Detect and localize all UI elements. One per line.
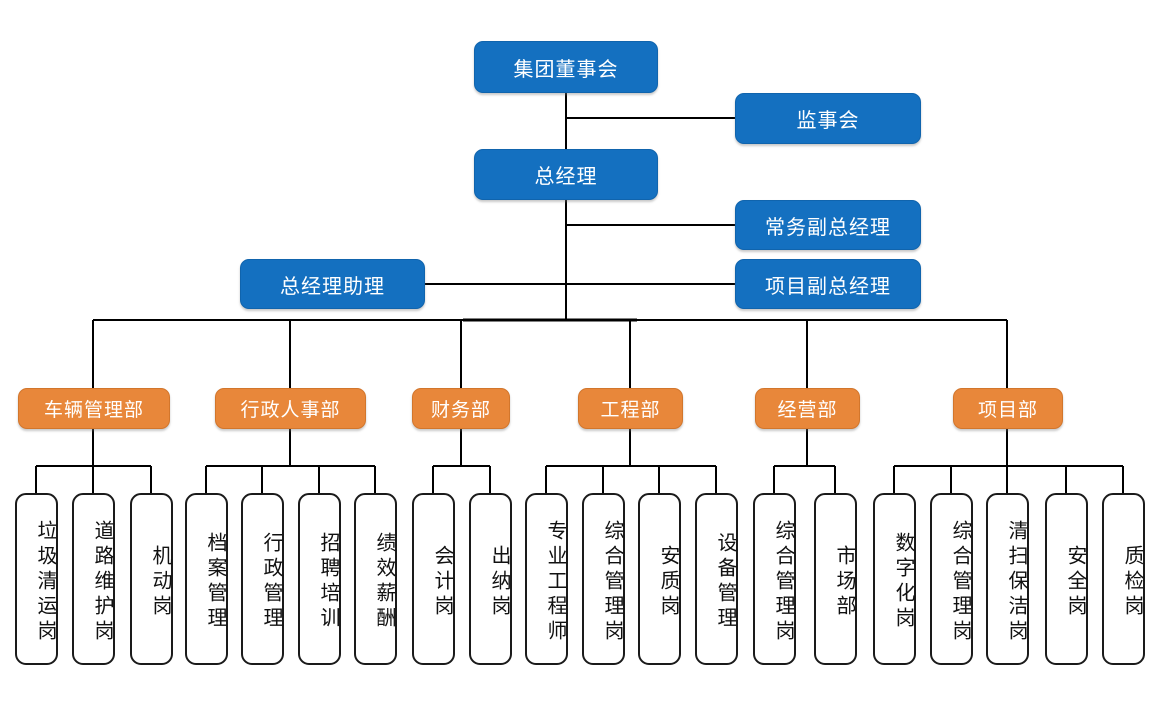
node-label: 综合管理岗 [949, 519, 973, 645]
node-label: 监事会 [796, 108, 860, 132]
node-department-vehicle-management[interactable]: 车辆管理部 [18, 388, 170, 429]
node-label: 垃圾清运岗 [34, 519, 58, 645]
node-executive-deputy-gm[interactable]: 常务副总经理 [735, 200, 921, 250]
node-label: 项目副总经理 [765, 273, 891, 298]
node-position-digitalization[interactable]: 数字化岗 [873, 493, 916, 665]
node-label: 行政管理 [260, 532, 284, 632]
node-department-finance[interactable]: 财务部 [412, 388, 510, 429]
node-department-admin-hr[interactable]: 行政人事部 [215, 388, 366, 429]
node-label: 行政人事部 [240, 399, 341, 421]
node-position-performance-compensation[interactable]: 绩效薪酬 [354, 493, 397, 665]
node-label: 会计岗 [431, 544, 455, 620]
node-label: 数字化岗 [892, 532, 916, 632]
node-position-quality-inspection[interactable]: 质检岗 [1102, 493, 1145, 665]
node-position-cleaning-sanitation[interactable]: 清扫保洁岗 [986, 493, 1029, 665]
node-supervisory-board[interactable]: 监事会 [735, 93, 921, 144]
node-position-equipment-management[interactable]: 设备管理 [695, 493, 738, 665]
node-position-utility[interactable]: 机动岗 [130, 493, 173, 665]
node-label: 车辆管理部 [43, 399, 144, 421]
node-label: 经营部 [777, 399, 838, 421]
node-label: 常务副总经理 [765, 214, 891, 239]
node-position-accounting[interactable]: 会计岗 [412, 493, 455, 665]
node-label: 工程部 [600, 399, 661, 421]
node-label: 清扫保洁岗 [1005, 519, 1029, 645]
node-position-road-maintenance[interactable]: 道路维护岗 [72, 493, 115, 665]
node-department-project[interactable]: 项目部 [953, 388, 1063, 429]
node-label: 综合管理岗 [772, 519, 796, 645]
node-label: 机动岗 [149, 544, 173, 620]
node-position-safety-quality[interactable]: 安质岗 [638, 493, 681, 665]
node-label: 绩效薪酬 [373, 532, 397, 632]
node-department-operations[interactable]: 经营部 [755, 388, 860, 429]
node-position-project-general-management[interactable]: 综合管理岗 [930, 493, 973, 665]
node-board-of-directors[interactable]: 集团董事会 [474, 41, 658, 93]
node-label: 出纳岗 [488, 544, 512, 620]
node-position-operations-general-management[interactable]: 综合管理岗 [753, 493, 796, 665]
node-label: 道路维护岗 [91, 519, 115, 645]
node-position-records-management[interactable]: 档案管理 [185, 493, 228, 665]
node-position-safety[interactable]: 安全岗 [1045, 493, 1088, 665]
node-label: 安全岗 [1064, 544, 1088, 620]
node-label: 项目部 [977, 399, 1038, 421]
node-label: 安质岗 [657, 544, 681, 620]
node-gm-assistant[interactable]: 总经理助理 [240, 259, 425, 309]
node-label: 专业工程师 [544, 519, 568, 645]
node-label: 财务部 [430, 399, 491, 421]
node-label: 设备管理 [714, 532, 738, 632]
node-label: 集团董事会 [513, 56, 619, 81]
node-label: 总经理助理 [280, 273, 385, 298]
node-position-marketing[interactable]: 市场部 [814, 493, 857, 665]
node-label: 档案管理 [204, 532, 228, 632]
node-label: 市场部 [833, 544, 857, 620]
node-project-deputy-gm[interactable]: 项目副总经理 [735, 259, 921, 309]
node-label: 质检岗 [1121, 544, 1145, 620]
node-label: 总经理 [534, 164, 598, 188]
node-department-engineering[interactable]: 工程部 [578, 388, 683, 429]
node-position-cashier[interactable]: 出纳岗 [469, 493, 512, 665]
node-general-manager[interactable]: 总经理 [474, 149, 658, 200]
node-position-engineering-general-management[interactable]: 综合管理岗 [582, 493, 625, 665]
node-label: 招聘培训 [317, 532, 341, 632]
node-position-waste-removal[interactable]: 垃圾清运岗 [15, 493, 58, 665]
node-position-professional-engineer[interactable]: 专业工程师 [525, 493, 568, 665]
node-label: 综合管理岗 [601, 519, 625, 645]
node-position-admin-management[interactable]: 行政管理 [241, 493, 284, 665]
node-position-recruitment-training[interactable]: 招聘培训 [298, 493, 341, 665]
